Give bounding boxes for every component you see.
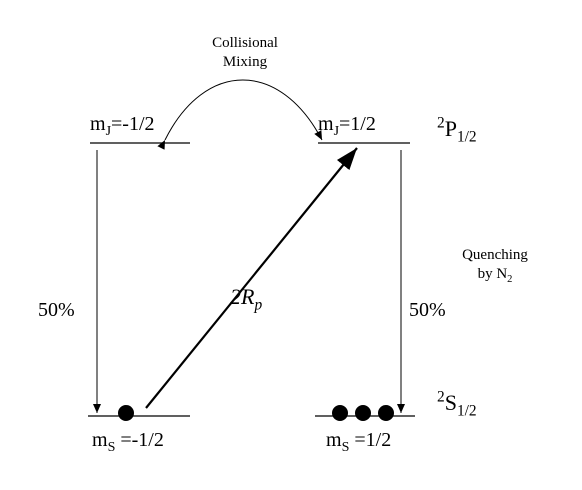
ms-plus-label: mS =1/2 xyxy=(326,429,392,455)
pump-arrow xyxy=(145,147,358,409)
ms-minus-label: mS =-1/2 xyxy=(92,429,164,455)
branching-left-label: 50% xyxy=(38,299,75,321)
mj-minus-label: mJ=-1/2 xyxy=(90,113,155,139)
quenching-label: Quenching by N2 xyxy=(462,247,528,285)
p-state-label: 2P1/2 xyxy=(437,114,477,146)
population-dot xyxy=(378,405,394,421)
population-dot xyxy=(118,405,134,421)
collisional-mixing-arrow xyxy=(157,79,323,150)
pump-rate-label: 2Rp xyxy=(230,284,263,314)
mj-plus-label: mJ=1/2 xyxy=(318,113,376,139)
s-state-label: 2S1/2 xyxy=(437,388,477,420)
collisional-mixing-label: Collisional Mixing xyxy=(212,35,278,70)
branching-right-label: 50% xyxy=(409,299,446,321)
population-dot xyxy=(332,405,348,421)
population-dot xyxy=(355,405,371,421)
